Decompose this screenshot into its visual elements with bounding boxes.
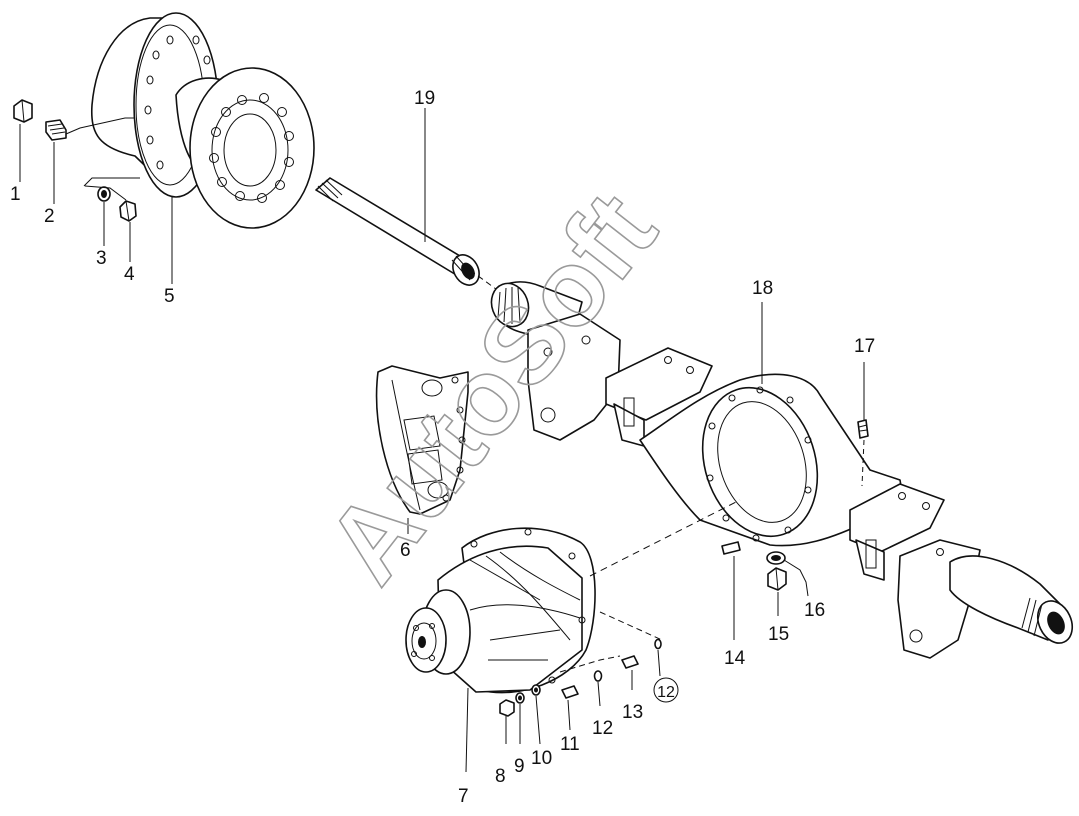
callout-12b: 12 [657, 684, 675, 701]
drum-nut [119, 200, 137, 222]
breather-vent [857, 419, 869, 439]
callout-1: 1 [10, 184, 21, 205]
filler-plug-nut [767, 567, 787, 591]
callout-16: 16 [804, 600, 825, 621]
carrier-washer-2 [531, 684, 541, 696]
hub-nut [13, 99, 33, 123]
carrier-lock-washer [593, 670, 603, 682]
wheel-stud [45, 119, 67, 141]
spring-washer [97, 186, 111, 202]
callout-19: 19 [414, 88, 435, 109]
callout-9: 9 [514, 756, 525, 777]
callout-7: 7 [458, 786, 469, 807]
brake-drum-hub [90, 12, 315, 229]
callout-10: 10 [531, 748, 552, 769]
carrier-bolt [561, 685, 579, 699]
half-shaft [315, 177, 480, 286]
right-spindle-splines [1021, 597, 1043, 637]
callout-4: 4 [124, 264, 135, 285]
callout-8: 8 [495, 766, 506, 787]
carrier-stud [621, 655, 639, 669]
brake-spider [375, 365, 469, 515]
hub-stud-pattern [209, 93, 294, 203]
carrier-dowel [654, 638, 662, 650]
callout-5: 5 [164, 286, 175, 307]
left-spindle-splines [497, 287, 521, 324]
filler-washer [766, 551, 786, 565]
drain-plug [721, 541, 741, 555]
callout-15: 15 [768, 624, 789, 645]
banjo-bolt-holes [706, 386, 812, 542]
callout-13: 13 [622, 702, 643, 723]
callout-18: 18 [752, 278, 773, 299]
callout-2: 2 [44, 206, 55, 227]
drum-bolt-holes [144, 35, 211, 170]
differential-carrier [405, 527, 596, 694]
callout-14: 14 [724, 648, 746, 669]
carrier-washer [515, 692, 525, 704]
callout-11: 11 [560, 734, 580, 755]
axle-housing [490, 281, 1074, 659]
carrier-nut [499, 699, 515, 717]
callout-3: 3 [96, 248, 107, 269]
callout-6: 6 [400, 540, 411, 561]
callout-12-circled: 12 [653, 677, 679, 703]
callout-17: 17 [854, 336, 875, 357]
callout-12: 12 [592, 718, 613, 739]
shaft-splines [317, 179, 343, 202]
callout-labels: 1 2 3 4 5 6 7 8 9 10 11 12 12 13 14 15 1… [10, 88, 875, 807]
